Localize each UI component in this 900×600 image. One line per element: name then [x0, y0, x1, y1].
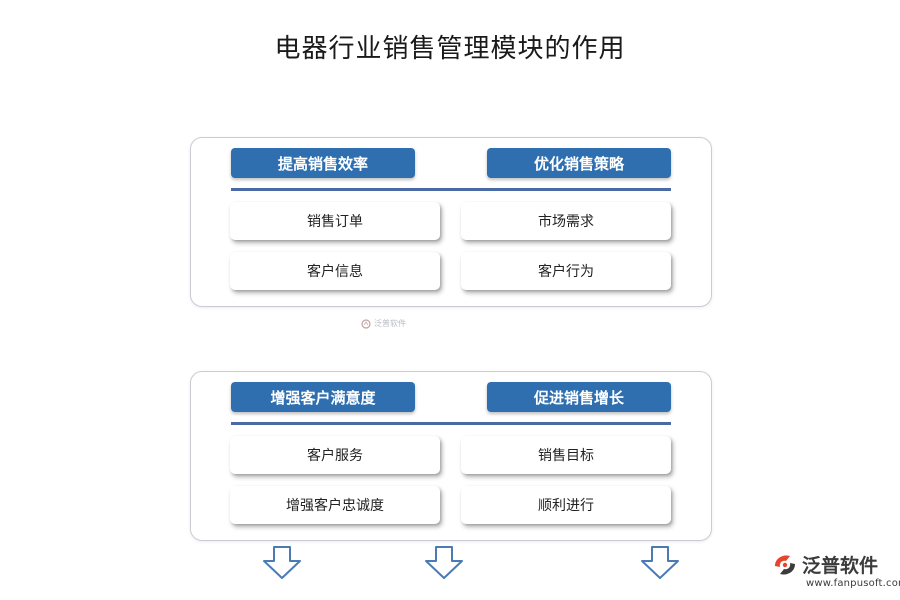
header-promote-growth: 促进销售增长 [487, 382, 671, 412]
page-title: 电器行业销售管理模块的作用 [274, 34, 626, 64]
down-arrow-icon [641, 546, 679, 579]
brand-logo-icon [775, 554, 795, 575]
down-arrow-icon [425, 546, 463, 579]
item-sales-order: 销售订单 [230, 202, 440, 240]
watermark-logo-icon [361, 318, 371, 329]
item-sales-target: 销售目标 [461, 436, 671, 474]
divider-line [231, 422, 671, 425]
header-customer-satisfaction: 增强客户满意度 [231, 382, 415, 412]
brand-url: www.fanpusoft.com [806, 578, 900, 589]
brand-name: 泛普软件 [802, 555, 879, 577]
item-customer-behavior: 客户行为 [461, 252, 671, 290]
divider-line [231, 188, 671, 191]
benefits-panel-2: 增强客户满意度 促进销售增长 客户服务 增强客户忠诚度 销售目标 顺利进行 [190, 371, 712, 541]
header-improve-efficiency: 提高销售效率 [231, 148, 415, 178]
benefits-panel-1: 提高销售效率 优化销售策略 销售订单 客户信息 市场需求 客户行为 [190, 137, 712, 307]
down-arrow-icon [263, 546, 301, 579]
watermark-small: 泛普软件 [361, 318, 406, 329]
header-optimize-strategy: 优化销售策略 [487, 148, 671, 178]
item-customer-loyalty: 增强客户忠诚度 [230, 486, 440, 524]
item-market-demand: 市场需求 [461, 202, 671, 240]
item-customer-service: 客户服务 [230, 436, 440, 474]
item-smooth-progress: 顺利进行 [461, 486, 671, 524]
watermark-small-text: 泛普软件 [374, 319, 406, 328]
brand-logo: 泛普软件 [772, 551, 878, 578]
item-customer-info: 客户信息 [230, 252, 440, 290]
